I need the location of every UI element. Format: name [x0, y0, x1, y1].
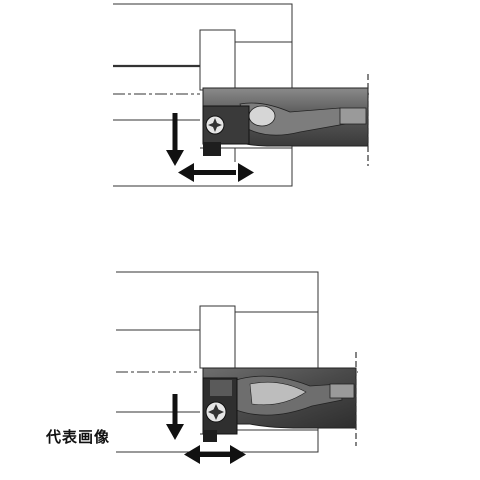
top-insert — [202, 105, 250, 156]
bottom-feed-arrow — [166, 394, 184, 440]
bottom-boring-bar — [202, 352, 357, 446]
top-boring-bar — [202, 74, 369, 166]
bottom-bore-wall — [199, 305, 236, 369]
top-bore-wall — [199, 29, 236, 91]
double-arrow-horizontal-icon — [197, 452, 231, 457]
double-arrow-horizontal-icon — [190, 170, 236, 175]
representative-image-caption: 代表画像 — [46, 428, 111, 446]
top-traverse-arrow — [178, 163, 254, 182]
bottom-insert — [202, 377, 238, 442]
arrow-down-icon — [172, 394, 178, 426]
bottom-traverse-arrow — [184, 445, 246, 464]
arrow-down-icon — [172, 113, 178, 151]
top-feed-arrow — [166, 113, 184, 166]
